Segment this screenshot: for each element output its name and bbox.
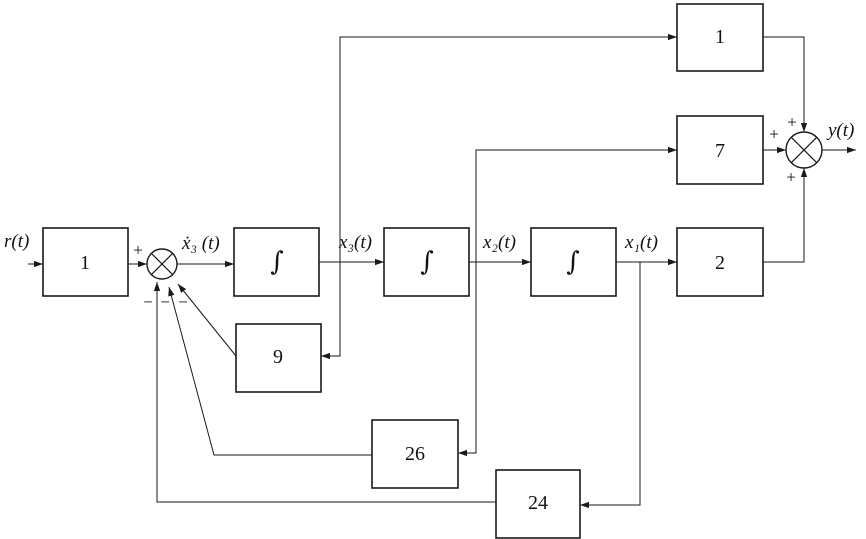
x3-dot-signal-label: ẋ₃ (t) — [181, 233, 220, 254]
feedback-block-x1: 24 — [495, 469, 581, 539]
integrator-symbol-3: ∫ — [566, 247, 580, 277]
integrator-symbol-1: ∫ — [270, 247, 284, 277]
wire-x3-to-out1 — [339, 33, 677, 262]
output-gain-x3-value: 1 — [715, 26, 725, 48]
output-sum-left-plus-sign: + — [769, 125, 779, 144]
feedback-x2-value: 26 — [405, 443, 425, 465]
feedback-block-x3: 9 — [235, 323, 322, 393]
feedback-x1-value: 24 — [528, 492, 548, 514]
input-summing-junction — [146, 248, 178, 280]
feedback-x3-value: 9 — [273, 346, 283, 368]
x1-signal-label: x₁(t) — [624, 232, 658, 253]
x2-signal-label: x₂(t) — [482, 232, 516, 253]
input-gain-value: 1 — [80, 252, 90, 274]
input-signal-label: r(t) — [4, 231, 29, 252]
input-sum-minus-sign-3: − — [178, 293, 188, 312]
integrator-block-2: ∫ — [383, 227, 470, 297]
output-gain-block-x3: 1 — [676, 3, 764, 72]
wire-x2-to-out7 — [475, 146, 677, 262]
wire-fb9-to-sum — [177, 283, 237, 357]
output-signal-label: y(t) — [826, 120, 854, 141]
output-sum-bottom-plus-sign: + — [786, 168, 796, 187]
feedback-block-x2: 26 — [371, 419, 459, 489]
output-sum-top-plus-sign: + — [787, 113, 797, 132]
integrator-block-3: ∫ — [530, 227, 617, 297]
wire-out1-to-sum — [763, 36, 808, 132]
input-sum-minus-sign-2: − — [160, 293, 170, 312]
input-gain-block: 1 — [42, 227, 129, 297]
wire-x1-to-fb24 — [580, 262, 641, 509]
output-gain-block-x1: 2 — [676, 227, 764, 297]
output-gain-x1-value: 2 — [715, 252, 725, 274]
integrator-symbol-2: ∫ — [420, 247, 434, 277]
wire-fb26-to-sum — [168, 286, 372, 456]
output-gain-x2-value: 7 — [715, 140, 725, 162]
wire-out2-to-sum — [763, 168, 808, 263]
x3-signal-label: x₃(t) — [338, 232, 372, 253]
input-sum-minus-sign-1: − — [143, 293, 153, 312]
output-summing-junction — [785, 131, 823, 169]
output-gain-block-x2: 7 — [676, 115, 764, 185]
wire-x2-to-fb26 — [458, 262, 477, 457]
wire-fb24-to-sum — [153, 282, 496, 503]
wire-x3-to-fb9 — [321, 262, 341, 360]
integrator-block-1: ∫ — [233, 227, 320, 297]
input-sum-plus-sign: + — [133, 241, 143, 260]
